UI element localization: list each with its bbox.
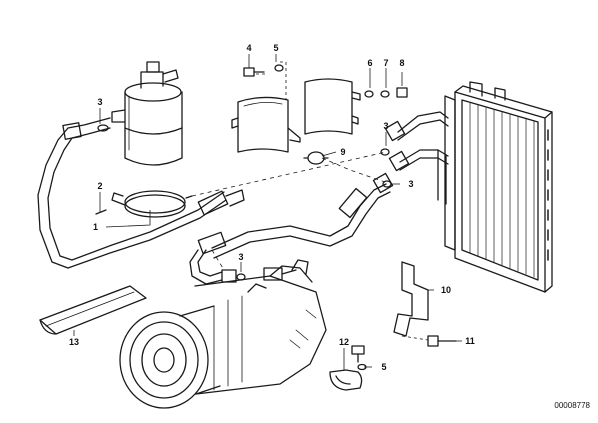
bracket — [393, 261, 429, 337]
condenser-pipes — [372, 111, 449, 205]
callout-11: 11 — [465, 336, 475, 346]
callout-7: 7 — [383, 58, 388, 68]
callout-8: 8 — [399, 58, 404, 68]
callout-5-bottom: 5 — [381, 362, 386, 372]
receiver-drier — [111, 61, 183, 166]
callout-3-drier: 3 — [97, 97, 102, 107]
callout-9: 9 — [340, 147, 345, 157]
hose-clip — [329, 345, 367, 391]
ac-compressor — [119, 259, 327, 409]
heat-shields — [231, 78, 361, 153]
callout-13: 13 — [69, 337, 79, 347]
callout-5-top: 5 — [273, 43, 278, 53]
callout-3-condenser-bottom: 3 — [408, 179, 413, 189]
bolt — [427, 335, 457, 347]
pressure-hose — [189, 183, 391, 285]
callout-1: 1 — [93, 222, 98, 232]
leader-lines — [73, 54, 462, 370]
drier-clamp — [111, 190, 193, 218]
callout-4: 4 — [246, 43, 251, 53]
callout-3-compressor: 3 — [238, 252, 243, 262]
hose-piece — [39, 285, 147, 335]
drawing-number: 00008778 — [554, 401, 590, 410]
condenser — [444, 81, 553, 293]
callout-12: 12 — [339, 337, 349, 347]
callout-2: 2 — [97, 181, 102, 191]
callout-6: 6 — [367, 58, 372, 68]
liquid-hose-left — [37, 117, 245, 269]
callout-3-condenser-top: 3 — [383, 121, 388, 131]
callout-10: 10 — [441, 285, 451, 295]
callout-layer: 1 2 3 3 3 3 4 5 5 6 7 8 9 10 11 12 13 00… — [69, 43, 591, 410]
